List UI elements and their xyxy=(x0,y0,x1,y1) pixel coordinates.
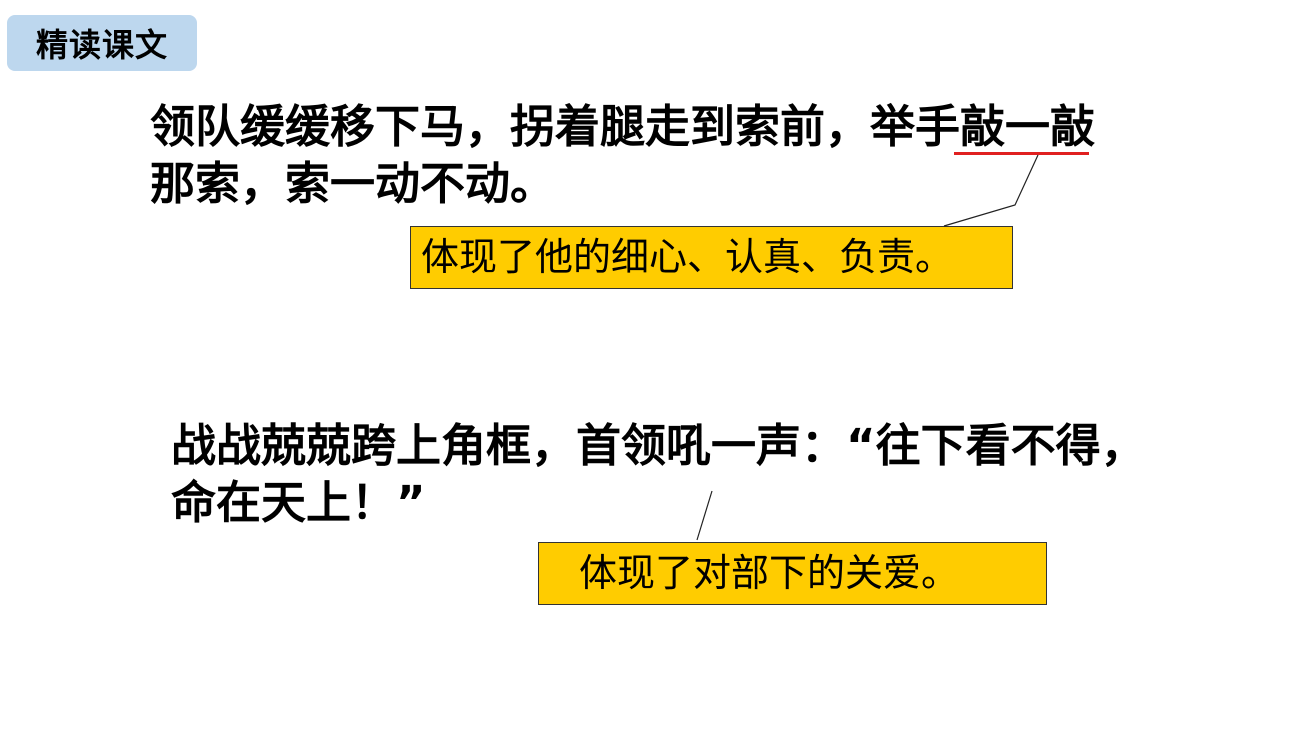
passage-2-line-1: 战战兢兢跨上角框，首领吼一声：“往下看不得， xyxy=(171,419,1146,472)
passage-1: 领队缓缓移下马，拐着腿走到索前，举手敲一敲 那索，索一动不动。 xyxy=(150,98,1095,212)
highlighted-phrase: 敲一敲 xyxy=(960,100,1096,153)
section-badge: 精读课文 xyxy=(7,15,197,71)
annotation-1-text: 体现了他的细心、认真、负责。 xyxy=(421,235,954,279)
passage-2: 战战兢兢跨上角框，首领吼一声：“往下看不得， 命在天上！” xyxy=(171,417,1146,531)
annotation-box-1: 体现了他的细心、认真、负责。 xyxy=(410,226,1013,289)
passage-1-line-1: 领队缓缓移下马，拐着腿走到索前，举手敲一敲 xyxy=(150,100,1096,153)
annotation-2-text: 体现了对部下的关爱。 xyxy=(579,551,960,595)
passage-2-line-2: 命在天上！” xyxy=(171,476,426,529)
annotation-box-2: 体现了对部下的关爱。 xyxy=(538,542,1047,605)
section-badge-label: 精读课文 xyxy=(35,26,168,64)
passage-1-line-2: 那索，索一动不动。 xyxy=(150,157,556,210)
